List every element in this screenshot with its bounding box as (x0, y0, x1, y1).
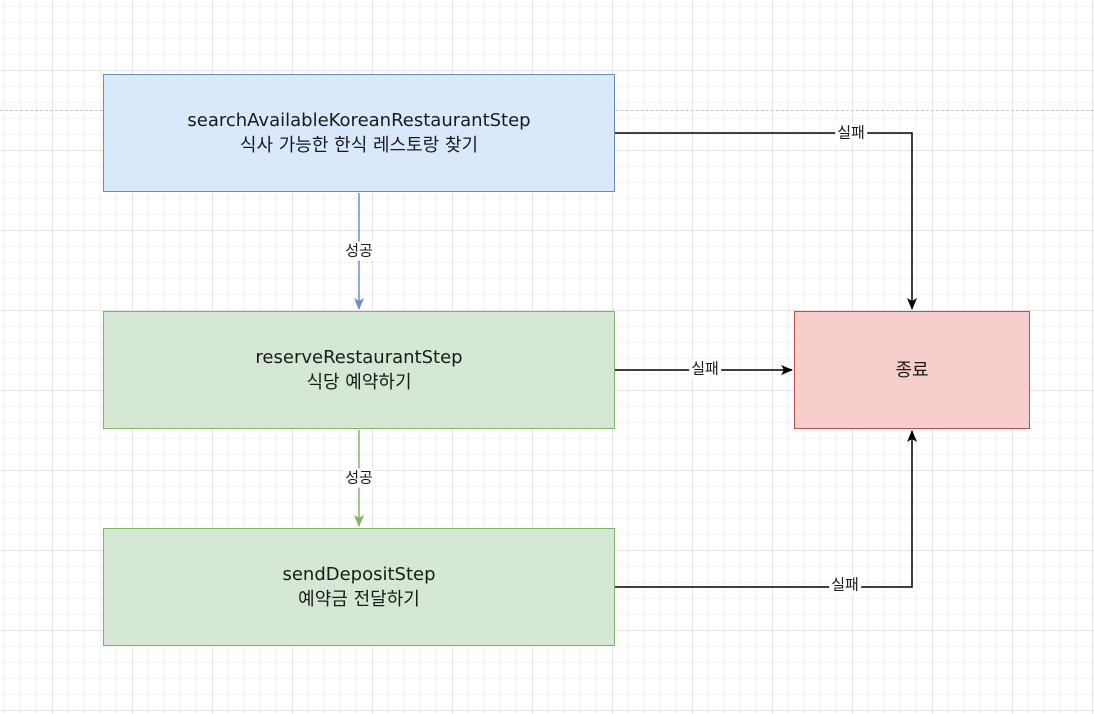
edge-search-to-end[interactable] (615, 132, 917, 310)
edge-label-success: 성공 (343, 241, 375, 261)
edge-label-failure: 실패 (689, 359, 721, 379)
node-description: 식당 예약하기 (306, 372, 412, 393)
node-title: 종료 (895, 359, 929, 381)
edge-label-failure: 실패 (829, 575, 861, 595)
edge-label-failure: 실패 (835, 123, 867, 143)
node-title: reserveRestaurantStep (255, 347, 463, 368)
node-title: searchAvailableKoreanRestaurantStep (187, 110, 531, 131)
node-search-restaurant-step[interactable]: searchAvailableKoreanRestaurantStep 식사 가… (103, 74, 615, 192)
node-title: sendDepositStep (282, 564, 436, 585)
node-reserve-restaurant-step[interactable]: reserveRestaurantStep 식당 예약하기 (103, 311, 615, 429)
node-description: 식사 가능한 한식 레스토랑 찾기 (239, 135, 479, 156)
node-description: 예약금 전달하기 (298, 589, 420, 610)
node-end[interactable]: 종료 (794, 311, 1030, 429)
node-send-deposit-step[interactable]: sendDepositStep 예약금 전달하기 (103, 528, 615, 646)
edge-send-to-end[interactable] (615, 430, 917, 588)
edge-label-success: 성공 (343, 468, 375, 488)
